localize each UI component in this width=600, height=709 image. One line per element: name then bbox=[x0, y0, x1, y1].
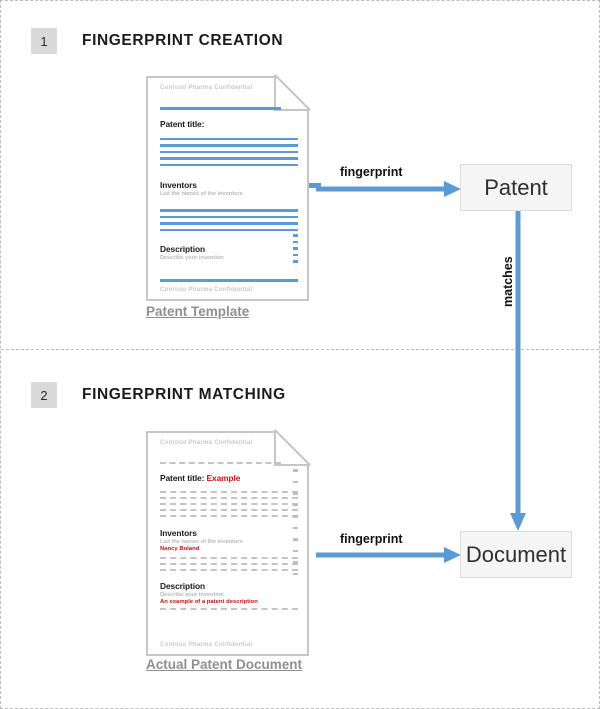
dashed-rule bbox=[160, 569, 298, 571]
dashed-rule bbox=[160, 557, 298, 559]
patent-title-row: Patent title: Example bbox=[160, 473, 298, 483]
patent-title-label: Patent title: bbox=[160, 473, 205, 483]
inventors-hint: List the names of the inventors bbox=[160, 191, 243, 197]
dashed-rule bbox=[160, 503, 298, 505]
description-label: Description bbox=[160, 244, 205, 254]
document-box[interactable]: Document bbox=[460, 531, 572, 578]
confidential-header: Contoso Pharma Confidential bbox=[160, 84, 253, 91]
document-sheet bbox=[146, 76, 309, 301]
blue-rule bbox=[160, 150, 298, 153]
blue-rule bbox=[160, 144, 298, 147]
actual-patent-document[interactable]: Contoso Pharma Confidential Patent title… bbox=[146, 429, 311, 656]
blue-rule bbox=[160, 279, 298, 282]
section-number-badge-2: 2 bbox=[31, 382, 57, 408]
tick-mark bbox=[293, 247, 298, 250]
document-content: Contoso Pharma Confidential Patent title… bbox=[160, 84, 298, 295]
blue-rule bbox=[160, 222, 298, 225]
blue-rule bbox=[160, 137, 298, 140]
dashed-rule bbox=[160, 497, 298, 499]
folded-corner-icon bbox=[274, 74, 311, 111]
description-label: Description bbox=[160, 581, 205, 591]
inventors-label: Inventors bbox=[160, 528, 197, 538]
tick-mark bbox=[293, 538, 298, 541]
fingerprint-label-top: fingerprint bbox=[340, 165, 403, 179]
tick-mark bbox=[293, 549, 298, 552]
arrow-patent-to-document bbox=[510, 211, 526, 531]
patent-title-label: Patent title: bbox=[160, 118, 205, 129]
dashed-rule bbox=[160, 462, 282, 464]
section-header-2: 2 FINGERPRINT MATCHING bbox=[31, 382, 286, 408]
section-title-1: FINGERPRINT CREATION bbox=[82, 32, 284, 49]
blue-rule bbox=[160, 228, 298, 231]
patent-template-caption: Patent Template bbox=[146, 304, 250, 319]
section-divider-top bbox=[1, 349, 599, 350]
tick-mark bbox=[293, 253, 298, 256]
tick-mark bbox=[293, 572, 298, 575]
patent-box[interactable]: Patent bbox=[460, 164, 572, 211]
fingerprint-edge-marker bbox=[309, 183, 321, 188]
description-hint: Describe your invention bbox=[160, 255, 224, 261]
blue-rule bbox=[160, 107, 282, 110]
tick-mark bbox=[293, 480, 298, 483]
document-sheet bbox=[146, 431, 309, 656]
arrow-template-to-patent bbox=[316, 181, 461, 197]
tick-mark bbox=[293, 240, 298, 243]
fingerprint-label-bottom: fingerprint bbox=[340, 532, 403, 546]
inventors-hint: List the names of the inventors bbox=[160, 539, 243, 545]
confidential-header: Contoso Pharma Confidential bbox=[160, 439, 253, 446]
dashed-rule bbox=[160, 563, 298, 565]
tick-mark bbox=[293, 561, 298, 564]
description-hint: Describe your invention bbox=[160, 592, 224, 598]
confidential-footer: Contoso Pharma Confidential bbox=[160, 641, 253, 648]
patent-template-document[interactable]: Contoso Pharma Confidential Patent title… bbox=[146, 74, 311, 301]
tick-mark bbox=[293, 515, 298, 518]
tick-mark bbox=[293, 503, 298, 506]
arrow-document-to-document-box bbox=[316, 547, 461, 563]
section-number-badge-1: 1 bbox=[31, 28, 57, 54]
description-value: An example of a patent description bbox=[160, 599, 258, 605]
tick-mark bbox=[293, 492, 298, 495]
tick-mark bbox=[293, 469, 298, 472]
blue-rule bbox=[160, 157, 298, 160]
folded-corner-icon bbox=[274, 429, 311, 466]
inventors-label: Inventors bbox=[160, 180, 197, 190]
dashed-rule bbox=[160, 515, 298, 517]
patent-title-value: Example bbox=[206, 473, 241, 483]
inventors-value: Nancy Boland bbox=[160, 546, 200, 552]
blue-rule bbox=[160, 163, 298, 166]
blue-rule bbox=[160, 215, 298, 218]
tick-mark bbox=[293, 260, 298, 263]
dashed-rule bbox=[160, 509, 298, 511]
matches-label: matches bbox=[501, 256, 515, 307]
dashed-rule bbox=[160, 608, 298, 610]
section-header-1: 1 FINGERPRINT CREATION bbox=[31, 28, 283, 54]
actual-document-caption: Actual Patent Document bbox=[146, 657, 303, 672]
tick-mark bbox=[293, 526, 298, 529]
edge-tick-marks bbox=[293, 469, 298, 575]
confidential-footer: Contoso Pharma Confidential bbox=[160, 286, 253, 293]
document-content: Contoso Pharma Confidential Patent title… bbox=[160, 439, 298, 650]
tick-mark bbox=[293, 234, 298, 237]
edge-tick-marks bbox=[293, 234, 298, 263]
blue-rule bbox=[160, 209, 298, 212]
section-title-2: FINGERPRINT MATCHING bbox=[82, 386, 286, 403]
dashed-rule bbox=[160, 491, 298, 493]
